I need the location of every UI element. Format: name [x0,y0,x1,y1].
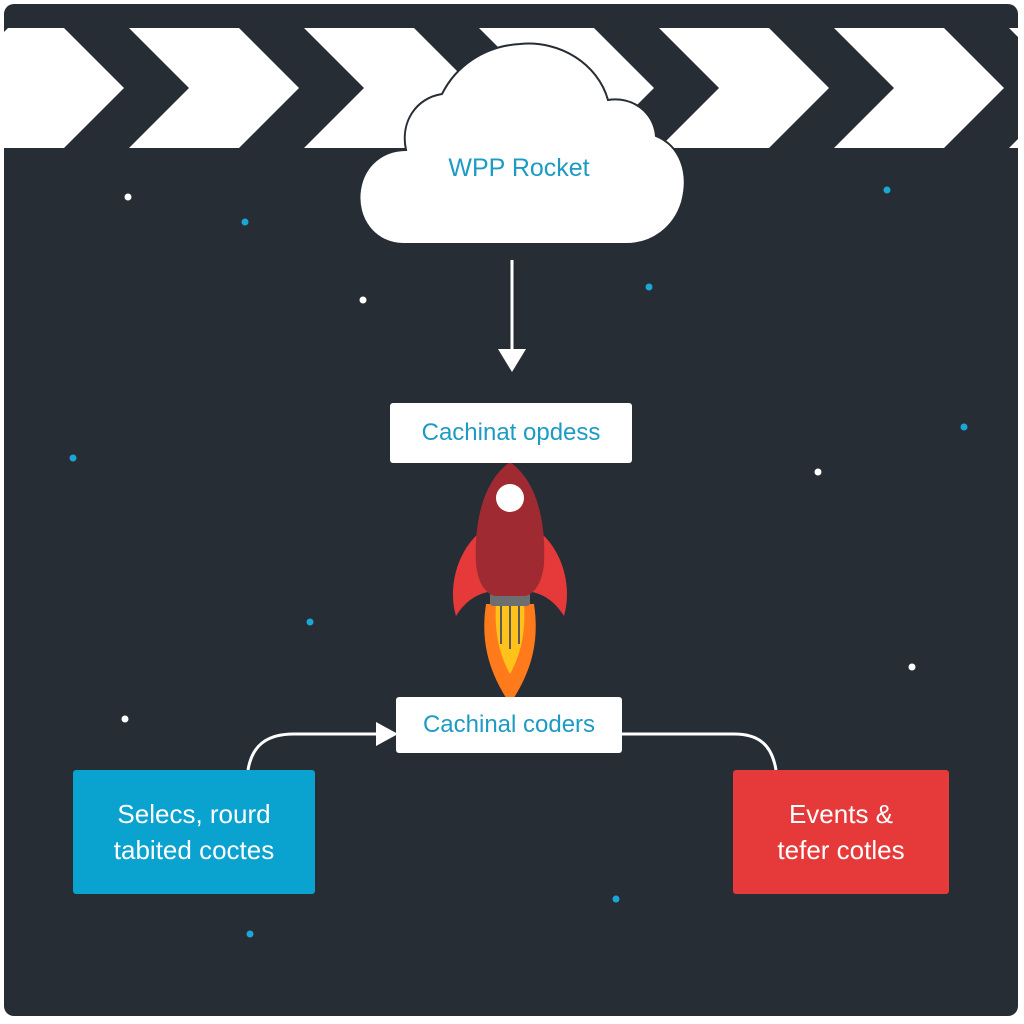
chevron-right-icon [239,28,364,148]
process-box-top-label: Cachinat opdess [421,419,601,446]
star-dot [883,186,891,194]
star-dot [306,618,314,626]
chevron-right-icon [944,28,1018,148]
chevron-right-icon [64,28,189,148]
star-dot [246,930,254,938]
process-box-bottom: Cachinal coders [396,697,622,753]
star-dot [645,283,653,291]
star-dot [612,895,620,903]
process-box-bottom-label: Cachinal coders [422,711,596,738]
star-dot [121,715,129,723]
cloud-label: WPP Rocket [448,154,590,182]
left-box-line-2: tabited coctes [113,835,275,865]
star-dot [908,663,916,671]
star-dot [960,423,968,431]
process-box-top: Cachinat opdess [390,403,632,463]
diagram-graphics [69,42,968,938]
rocket-icon [452,462,568,704]
cloud-icon [358,42,686,245]
right-box-line-2: tefer cotles [777,835,905,865]
right-red-box: Events & tefer cotles [733,770,949,894]
left-box-line-1: Selecs, rourd [117,799,271,829]
star-dot [241,218,249,226]
star-dot [814,468,822,476]
diagram-canvas: WPP Rocket Cachinat opdess Cachinal code… [4,4,1018,1016]
left-blue-box: Selecs, rourd tabited coctes [73,770,315,894]
star-dot [69,454,77,462]
right-connector [620,732,778,771]
star-dot [359,296,367,304]
star-dot [124,193,132,201]
chevron-right-icon [769,28,894,148]
left-connector [246,722,398,771]
right-box-line-1: Events & [788,799,894,829]
arrow-down-connector [498,260,526,372]
star-field [69,186,968,938]
